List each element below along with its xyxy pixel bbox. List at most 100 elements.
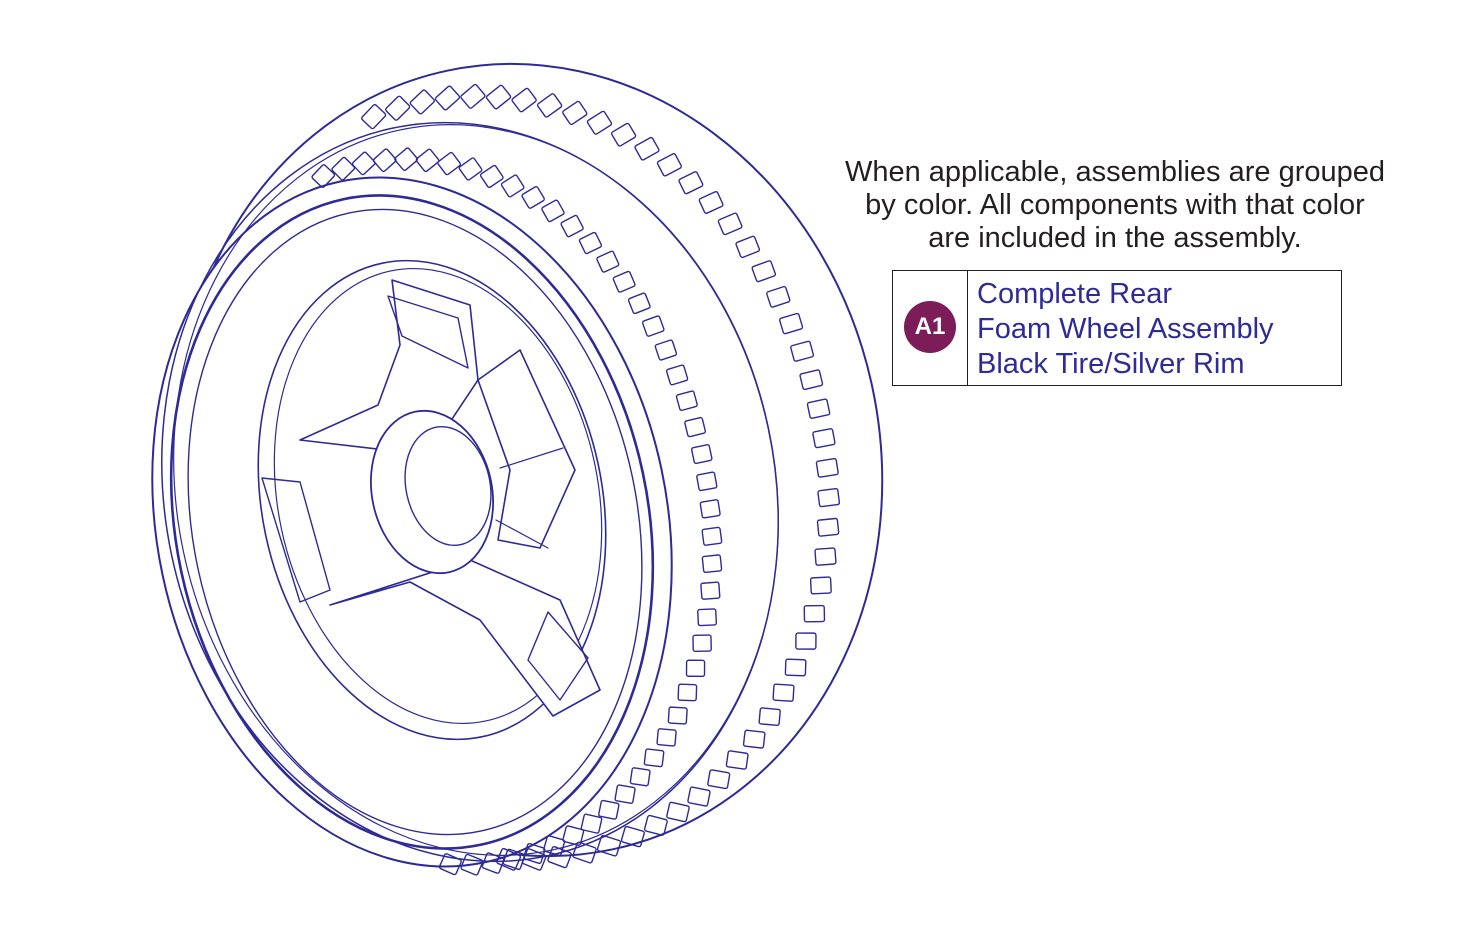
tread-block-outer bbox=[766, 285, 791, 308]
tread-block-outer bbox=[496, 847, 522, 871]
tread-block-outer bbox=[725, 750, 749, 770]
note-line-3: are included in the assembly. bbox=[928, 222, 1302, 254]
tread-block-inner bbox=[543, 835, 566, 856]
assembly-color-note: When applicable, assemblies are grouped … bbox=[790, 156, 1440, 255]
tread-block-outer bbox=[687, 786, 711, 807]
tread-block-outer bbox=[610, 122, 637, 147]
tread-block-inner bbox=[667, 706, 688, 725]
tread-block-outer bbox=[572, 841, 597, 864]
tire-tread bbox=[311, 83, 841, 876]
tread-block-outer bbox=[778, 312, 804, 335]
tread-block-outer bbox=[361, 104, 387, 130]
tread-block-outer bbox=[790, 340, 815, 362]
tread-block-outer bbox=[815, 458, 839, 478]
rim-spoke-bottom bbox=[329, 559, 601, 717]
tread-block-inner bbox=[699, 499, 721, 519]
tread-block-inner bbox=[560, 214, 584, 238]
tread-block-outer bbox=[596, 834, 622, 857]
tread-block-inner bbox=[701, 526, 723, 546]
note-line-1: When applicable, assemblies are grouped bbox=[844, 156, 1386, 188]
tread-block-outer bbox=[485, 84, 512, 110]
rim-outer-edge bbox=[187, 208, 643, 836]
tread-block-inner bbox=[700, 581, 721, 600]
rim bbox=[169, 194, 655, 850]
tread-block-inner bbox=[415, 148, 440, 173]
tread-block-outer bbox=[809, 576, 832, 595]
tread-block-outer bbox=[717, 212, 743, 236]
hub-rib-right bbox=[499, 447, 564, 469]
tread-block-inner bbox=[460, 853, 484, 876]
tread-block-inner bbox=[696, 471, 718, 492]
tread-block-outer bbox=[385, 95, 411, 121]
tread-block-outer bbox=[434, 85, 461, 111]
tread-block-inner bbox=[598, 799, 620, 820]
tread-block-inner bbox=[701, 554, 723, 574]
tread-block-inner bbox=[500, 174, 525, 198]
tread-block-outer bbox=[586, 110, 613, 135]
tread-block-inner bbox=[541, 199, 565, 223]
note-line-2: by color. All components with that color bbox=[865, 189, 1365, 221]
tread-block-outer bbox=[643, 814, 668, 836]
tread-block-inner bbox=[697, 608, 718, 627]
rim-window-top bbox=[387, 295, 469, 369]
tread-block-outer bbox=[634, 136, 660, 161]
assembly-description: Complete Rear Foam Wheel Assembly Black … bbox=[977, 277, 1274, 382]
tread-block-inner bbox=[580, 813, 603, 834]
tread-block-inner bbox=[643, 748, 665, 768]
tread-block-outer bbox=[511, 87, 537, 113]
tread-block-outer bbox=[816, 517, 840, 537]
tread-block-outer bbox=[562, 100, 588, 126]
tread-center-groove-inner bbox=[173, 124, 779, 856]
tread-block-outer bbox=[742, 729, 766, 749]
tread-block-inner bbox=[331, 156, 356, 181]
tread-block-outer bbox=[547, 846, 572, 869]
tread-block-outer bbox=[784, 658, 807, 677]
tread-block-inner bbox=[612, 270, 636, 293]
hub-outer bbox=[369, 409, 495, 575]
rim-window-left bbox=[261, 477, 331, 603]
tread-block-outer bbox=[735, 235, 761, 259]
tread-block-outer bbox=[806, 398, 831, 419]
tread-block-inner bbox=[311, 164, 336, 188]
tread-block-inner bbox=[479, 164, 504, 189]
tread-block-outer bbox=[751, 260, 777, 283]
tread-block-inner bbox=[690, 444, 713, 465]
tread-block-outer bbox=[795, 632, 817, 650]
tread-block-outer bbox=[666, 801, 690, 823]
assembly-line-1: Complete Rear bbox=[977, 278, 1173, 310]
tread-block-outer bbox=[772, 683, 795, 702]
tread-block-inner bbox=[627, 292, 651, 315]
tread-block-inner bbox=[614, 784, 636, 804]
assembly-badge-a1: A1 bbox=[904, 301, 956, 353]
tread-block-inner bbox=[677, 683, 698, 702]
tread-block-inner bbox=[481, 852, 505, 874]
hub-bore bbox=[404, 425, 492, 547]
tread-block-outer bbox=[803, 604, 826, 623]
assembly-legend: A1 Complete Rear Foam Wheel Assembly Bla… bbox=[892, 270, 1342, 386]
tread-block-outer bbox=[812, 428, 836, 449]
tread-block-inner bbox=[458, 157, 483, 181]
tread-block-inner bbox=[578, 231, 603, 255]
tread-block-inner bbox=[684, 416, 707, 438]
tread-block-outer bbox=[698, 190, 724, 214]
tread-block-outer bbox=[521, 848, 547, 871]
tread-block-outer bbox=[707, 769, 731, 790]
tread-block-outer bbox=[409, 89, 435, 115]
tread-block-outer bbox=[758, 707, 781, 727]
tread-block-inner bbox=[596, 250, 620, 273]
tread-block-inner bbox=[438, 853, 462, 876]
tread-block-outer bbox=[817, 487, 841, 508]
tread-block-inner bbox=[521, 185, 545, 209]
rim-window-bottom bbox=[527, 611, 589, 701]
tread-block-outer bbox=[678, 171, 704, 195]
rim-lip bbox=[257, 259, 607, 741]
tread-block-outer bbox=[656, 153, 682, 177]
sidewall-ring bbox=[169, 194, 655, 850]
tread-block-inner bbox=[641, 315, 665, 337]
tread-block-outer bbox=[460, 83, 486, 109]
tread-block-inner bbox=[654, 339, 678, 361]
assembly-line-3: Black Tire/Silver Rim bbox=[977, 348, 1245, 380]
tread-block-inner bbox=[372, 148, 397, 173]
tread-block-inner bbox=[629, 767, 651, 787]
